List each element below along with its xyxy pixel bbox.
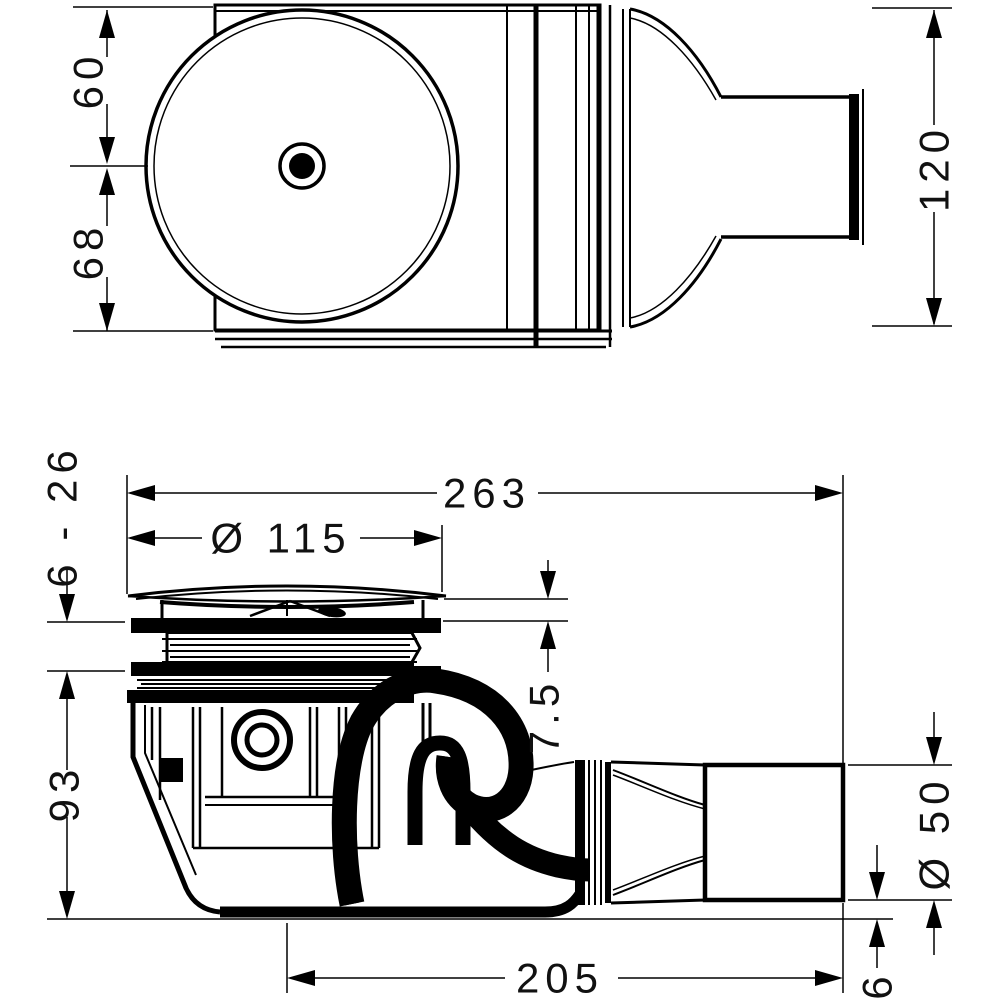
dim-arrow — [540, 621, 556, 649]
dim-label-205: 205 — [516, 955, 604, 1000]
strainer-stack — [127, 584, 447, 703]
dim-arrow — [59, 671, 75, 699]
housing-body — [213, 3, 624, 349]
section-view: 263 Ø 115 6 - 26 93 — [39, 444, 958, 1000]
drain-cover-plan — [144, 8, 460, 324]
dim-arrow — [926, 10, 942, 38]
dim-arrow — [99, 168, 115, 195]
outlet-pipe-section — [702, 762, 846, 903]
outlet-assembly — [575, 760, 846, 905]
dim-arrow — [99, 137, 115, 164]
dim-label-6: 6 — [854, 970, 901, 999]
dimension-263: 263 — [126, 470, 844, 765]
dimension-60-68: 60 68 — [65, 6, 213, 332]
strainer-flange — [131, 618, 441, 633]
trap-internals — [150, 703, 432, 850]
dim-arrow — [127, 530, 155, 546]
dimension-50: Ø 50 — [848, 712, 958, 955]
dim-arrow — [59, 891, 75, 919]
dim-label-68: 68 — [65, 222, 112, 281]
dim-arrow — [815, 485, 843, 501]
dimension-115: Ø 115 — [127, 515, 443, 592]
dim-arrow — [414, 530, 442, 546]
outlet-pipe-plan — [721, 89, 864, 245]
dim-label-115: Ø 115 — [210, 515, 351, 562]
dim-arrow — [926, 298, 942, 326]
dim-arrow — [127, 485, 155, 501]
dimension-6-26: 6 - 26 — [39, 444, 125, 712]
dim-arrow — [815, 970, 843, 986]
dim-arrow — [287, 970, 315, 986]
dim-arrow — [59, 594, 75, 622]
dim-label-6-26: 6 - 26 — [39, 444, 86, 587]
dim-arrow — [540, 571, 556, 599]
dim-arrow — [926, 900, 942, 928]
dimension-120: 120 — [872, 7, 958, 327]
dim-label-60: 60 — [65, 51, 112, 110]
dimension-205: 205 — [286, 903, 844, 1000]
dim-arrow — [869, 872, 885, 900]
dimension-7-5: 7.5 — [443, 560, 568, 754]
dim-arrow — [99, 10, 115, 38]
dim-label-263: 263 — [443, 470, 531, 517]
trap-flange — [127, 690, 414, 703]
outlet-trumpet-plan — [629, 7, 723, 329]
dimension-6: 6 — [854, 845, 901, 1000]
inspection-plug — [231, 709, 293, 771]
dim-arrow — [869, 919, 885, 947]
dim-label-50: Ø 50 — [911, 775, 958, 890]
dimension-93: 93 — [41, 712, 88, 919]
dim-label-120: 120 — [911, 124, 958, 212]
dim-label-93: 93 — [41, 764, 88, 823]
dim-arrow — [99, 303, 115, 331]
dim-arrow — [926, 737, 942, 765]
dim-label-7-5: 7.5 — [521, 678, 568, 754]
plan-view: 60 68 120 — [65, 3, 958, 349]
